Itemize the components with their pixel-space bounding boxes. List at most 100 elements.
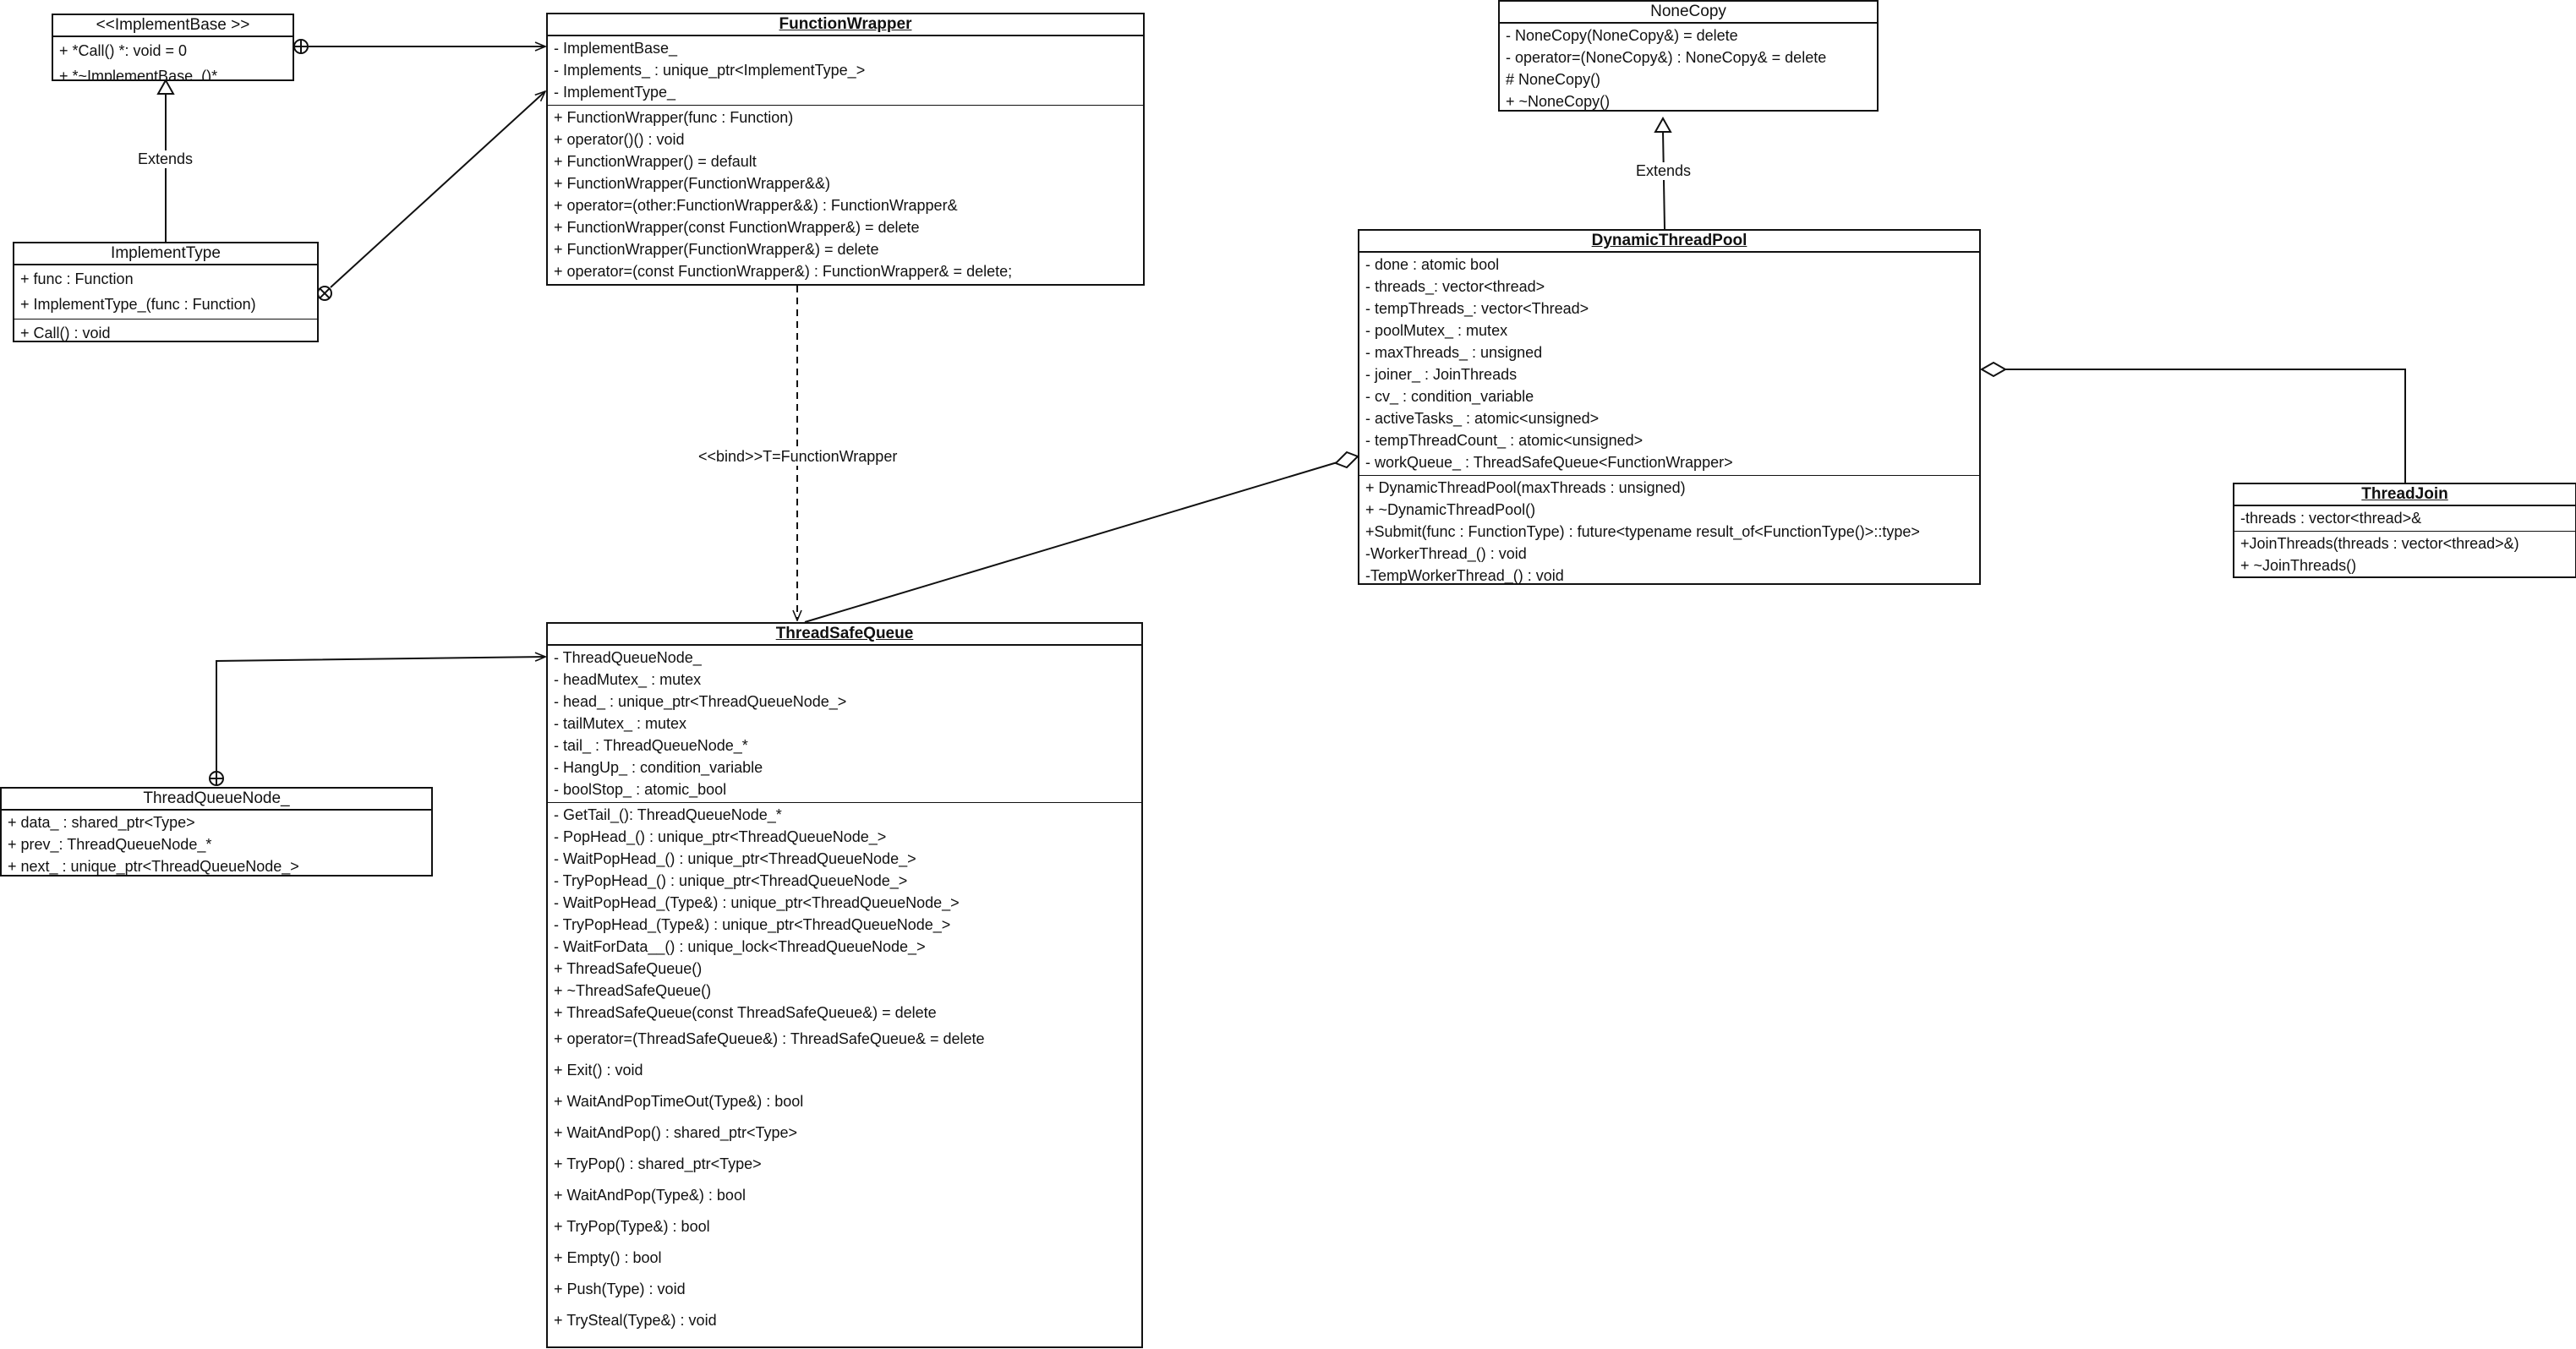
class-attribute: + ~NoneCopy() xyxy=(1506,93,1611,110)
class-operation: - TryPopHead_() : unique_ptr<ThreadQueue… xyxy=(554,872,908,889)
class-implement-type[interactable]: ImplementType + func : Function + Implemen… xyxy=(13,242,319,342)
attribute-section: + *Call() *: void = 0 + *~ImplementBase_(… xyxy=(53,37,293,81)
class-operation: + WaitAndPopTimeOut(Type&) : bool xyxy=(554,1093,804,1110)
extends-label-left: Extends xyxy=(138,150,194,168)
class-operation: + FunctionWrapper(const FunctionWrapper&… xyxy=(554,219,920,236)
nesting-icon xyxy=(293,39,309,54)
operation-section: - GetTail_(): ThreadQueueNode_* - PopHead… xyxy=(548,803,1141,1338)
class-attribute: -threads : vector<thread>& xyxy=(2240,510,2422,527)
class-operation: + WaitAndPop(Type&) : bool xyxy=(554,1187,746,1204)
class-attribute: # NoneCopy() xyxy=(1506,71,1601,88)
class-attribute: - ThreadQueueNode_ xyxy=(554,649,702,666)
class-operation: - WaitPopHead_(Type&) : unique_ptr<Threa… xyxy=(554,894,960,911)
class-attribute: + next_ : unique_ptr<ThreadQueueNode_> xyxy=(8,858,299,875)
class-operation: + WaitAndPop() : shared_ptr<Type> xyxy=(554,1124,797,1141)
class-operation: + ThreadSafeQueue(const ThreadSafeQueue&… xyxy=(554,1004,937,1021)
class-operation: + FunctionWrapper(FunctionWrapper&) = de… xyxy=(554,241,879,258)
class-operation: + TryPop() : shared_ptr<Type> xyxy=(554,1155,762,1172)
class-operation: - GetTail_(): ThreadQueueNode_* xyxy=(554,806,782,823)
attribute-section: - ThreadQueueNode_ - headMutex_ : mutex - … xyxy=(548,646,1141,803)
attribute-section: + func : Function + ImplementType_(func :… xyxy=(14,265,317,320)
class-attribute: - ImplementBase_ xyxy=(554,40,678,57)
class-attribute: - threads_: vector<thread> xyxy=(1365,278,1545,295)
class-attribute: - tempThreadCount_ : atomic<unsigned> xyxy=(1365,432,1643,449)
generalization-triangle-left xyxy=(156,78,175,95)
class-title: ImplementType xyxy=(14,243,317,265)
bind-stereotype-label: <<bind>>T=FunctionWrapper xyxy=(698,448,898,466)
class-operation: + Call() : void xyxy=(20,325,111,341)
class-operation: + FunctionWrapper() = default xyxy=(554,153,757,170)
class-attribute: - activeTasks_ : atomic<unsigned> xyxy=(1365,410,1600,427)
class-title: <<ImplementBase >> xyxy=(53,15,293,37)
class-operation: + operator()() : void xyxy=(554,131,685,148)
class-operation: + ThreadSafeQueue() xyxy=(554,960,703,977)
class-operation: + TryPop(Type&) : bool xyxy=(554,1218,710,1235)
class-title: FunctionWrapper xyxy=(548,14,1143,36)
nesting-icon xyxy=(209,771,224,786)
class-attribute: - tempThreads_: vector<Thread> xyxy=(1365,300,1589,317)
class-dynamic-thread-pool[interactable]: DynamicThreadPool - done : atomic bool - t… xyxy=(1358,229,1981,585)
class-operation: -TempWorkerThread_() : void xyxy=(1365,567,1564,584)
class-operation: + Push(Type) : void xyxy=(554,1281,686,1297)
class-thread-queue-node[interactable]: ThreadQueueNode_+ data_ : shared_ptr<Typ… xyxy=(0,787,433,877)
class-attribute: + ImplementType_(func : Function) xyxy=(20,296,256,313)
class-attribute: + data_ : shared_ptr<Type> xyxy=(8,814,195,831)
aggregation-line-workqueue xyxy=(804,461,1341,623)
class-attribute: + prev_: ThreadQueueNode_* xyxy=(8,836,212,853)
attribute-section: -threads : vector<thread>& xyxy=(2234,506,2575,532)
aggregation-diamond-workqueue xyxy=(1334,451,1359,469)
class-implement-base[interactable]: <<ImplementBase >>+ *Call() *: void = 0+… xyxy=(52,14,294,81)
class-operation: + FunctionWrapper(FunctionWrapper&&) xyxy=(554,175,830,192)
operation-section: + Call() : void xyxy=(14,320,317,341)
class-attribute: - joiner_ : JoinThreads xyxy=(1365,366,1518,383)
class-operation: + operator=(other:FunctionWrapper&&) : F… xyxy=(554,197,958,214)
class-attribute: - headMutex_ : mutex xyxy=(554,671,702,688)
class-title: ThreadSafeQueue xyxy=(548,624,1141,646)
class-attribute: - NoneCopy(NoneCopy&) = delete xyxy=(1506,27,1738,44)
class-operation: + Exit() : void xyxy=(554,1062,643,1079)
operation-section: + FunctionWrapper(func : Function)+ oper… xyxy=(548,106,1143,284)
class-operation: + ~ThreadSafeQueue() xyxy=(554,982,712,999)
nesting-line-implementtype-functionwrapper xyxy=(330,91,545,288)
class-title: ThreadJoin xyxy=(2234,484,2575,506)
nesting-line-threadqueuenode xyxy=(216,657,545,772)
class-thread-safe-queue[interactable]: ThreadSafeQueue - ThreadQueueNode_ - headM… xyxy=(546,622,1143,1348)
class-attribute: - done : atomic bool xyxy=(1365,256,1500,273)
class-title: NoneCopy xyxy=(1500,2,1877,24)
class-operation: + Empty() : bool xyxy=(554,1249,662,1266)
generalization-triangle-right xyxy=(1654,116,1672,133)
class-operation: -WorkerThread_() : void xyxy=(1365,545,1527,562)
class-operation: + operator=(ThreadSafeQueue&) : ThreadSa… xyxy=(554,1030,985,1047)
operation-section: + DynamicThreadPool(maxThreads : unsigne… xyxy=(1359,476,1979,584)
class-attribute: - head_ : unique_ptr<ThreadQueueNode_> xyxy=(554,693,847,710)
operation-section: +JoinThreads(threads : vector<thread>&) +… xyxy=(2234,532,2575,576)
class-attribute: - tailMutex_ : mutex xyxy=(554,715,687,732)
class-operation: +JoinThreads(threads : vector<thread>&) xyxy=(2240,535,2519,552)
attribute-section: - NoneCopy(NoneCopy&) = delete- operator… xyxy=(1500,24,1877,110)
class-attribute: - workQueue_ : ThreadSafeQueue<FunctionW… xyxy=(1365,454,1733,471)
class-operation: - WaitForData__() : unique_lock<ThreadQu… xyxy=(554,938,926,955)
class-title: ThreadQueueNode_ xyxy=(2,789,431,811)
class-function-wrapper[interactable]: FunctionWrapper - ImplementBase_ - Impleme… xyxy=(546,13,1145,286)
attribute-section: - done : atomic bool - threads_: vector<t… xyxy=(1359,253,1979,476)
class-thread-join[interactable]: ThreadJoin -threads : vector<thread>& +Joi… xyxy=(2233,483,2576,578)
class-operation: - TryPopHead_(Type&) : unique_ptr<Thread… xyxy=(554,916,951,933)
class-operation: + operator=(const FunctionWrapper&) : Fu… xyxy=(554,263,1013,280)
extends-label-right: Extends xyxy=(1636,162,1692,180)
class-operation: - WaitPopHead_() : unique_ptr<ThreadQueu… xyxy=(554,850,916,867)
class-operation: - PopHead_() : unique_ptr<ThreadQueueNod… xyxy=(554,828,887,845)
class-title: DynamicThreadPool xyxy=(1359,231,1979,253)
class-attribute: + func : Function xyxy=(20,270,134,287)
class-operation: + ~JoinThreads() xyxy=(2240,557,2357,574)
class-none-copy[interactable]: NoneCopy- NoneCopy(NoneCopy&) = delete- … xyxy=(1498,0,1879,112)
class-attribute: - boolStop_ : atomic_bool xyxy=(554,781,727,798)
class-operation: + ~DynamicThreadPool() xyxy=(1365,501,1536,518)
nesting-icon xyxy=(317,286,332,301)
aggregation-line-threadjoin xyxy=(2005,369,2406,483)
attribute-section: + data_ : shared_ptr<Type> + prev_: Threa… xyxy=(2,811,431,875)
class-attribute: - Implements_ : unique_ptr<ImplementType… xyxy=(554,62,866,79)
class-attribute: + *Call() *: void = 0 xyxy=(59,42,188,59)
class-attribute: + *~ImplementBase_()* xyxy=(59,68,218,81)
class-attribute: - tail_ : ThreadQueueNode_* xyxy=(554,737,748,754)
